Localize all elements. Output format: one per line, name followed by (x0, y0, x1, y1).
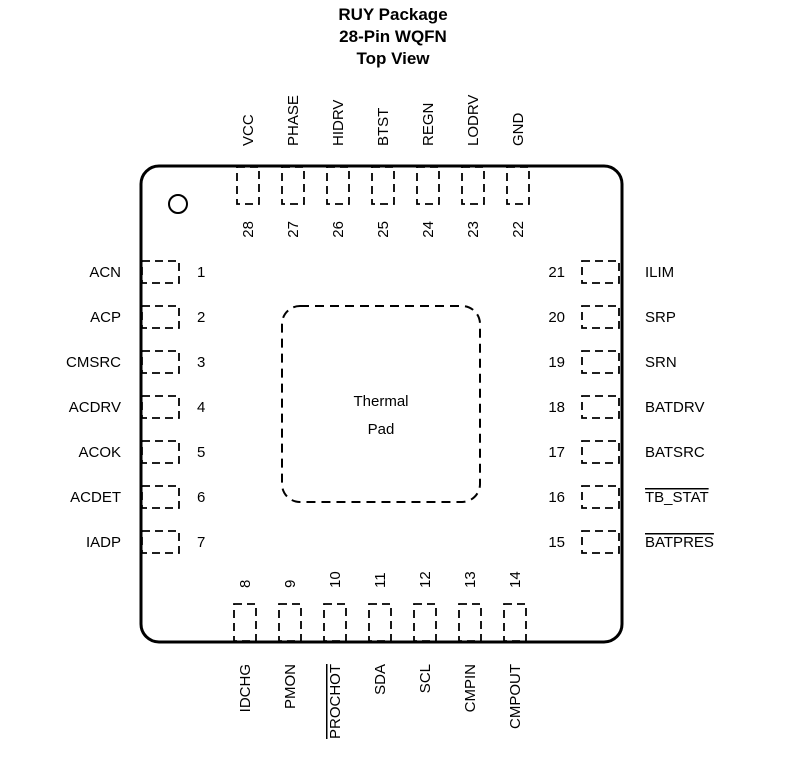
pin-label-9: PMON (282, 664, 299, 709)
pin-pad-13 (458, 603, 482, 642)
pin-pad-1 (141, 260, 180, 284)
thermal-pad (281, 305, 481, 503)
pin-number-19: 19 (548, 354, 565, 371)
pin-number-17: 17 (548, 444, 565, 461)
pin-number-14: 14 (507, 571, 524, 588)
thermal-pad-label-line1: Thermal (353, 393, 408, 410)
pin-number-16: 16 (548, 489, 565, 506)
pin-pad-15 (581, 530, 620, 554)
pin-pad-10 (323, 603, 347, 642)
pin-number-15: 15 (548, 534, 565, 551)
pin-pad-23 (461, 166, 485, 205)
pin-pad-22 (506, 166, 530, 205)
pin-label-25: BTST (375, 108, 392, 146)
pin-label-11: SDA (372, 664, 389, 695)
pin-number-10: 10 (327, 571, 344, 588)
pin-number-7: 7 (197, 534, 205, 551)
pin-label-21: ILIM (645, 264, 674, 281)
pin-label-6: ACDET (70, 489, 121, 506)
pin-number-13: 13 (462, 571, 479, 588)
pin-label-3: CMSRC (66, 354, 121, 371)
pin-pad-17 (581, 440, 620, 464)
pin-label-5: ACOK (78, 444, 121, 461)
title-view: Top View (356, 49, 430, 68)
pins-layer: 1 ACN 2 ACP 3 CMSRC 4 ACDRV 5 ACOK 6 ACDET 7 IADP 15 BA… (66, 95, 714, 739)
pin-label-7: IADP (86, 534, 121, 551)
pin-number-3: 3 (197, 354, 205, 371)
pin-label-2: ACP (90, 309, 121, 326)
title-pin-count: 28-Pin WQFN (339, 27, 447, 46)
pin-number-24: 24 (420, 221, 437, 238)
pin-number-23: 23 (465, 221, 482, 238)
pin-label-22: GND (510, 113, 527, 147)
pin-label-28: VCC (240, 114, 257, 146)
pin-pad-7 (141, 530, 180, 554)
pin-pad-3 (141, 350, 180, 374)
pin-pad-5 (141, 440, 180, 464)
pin-number-2: 2 (197, 309, 205, 326)
pin-label-17: BATSRC (645, 444, 705, 461)
pin-pad-4 (141, 395, 180, 419)
pin-number-8: 8 (237, 580, 254, 588)
pin-label-27: PHASE (285, 95, 302, 146)
pin1-indicator-dot (168, 194, 188, 214)
pin-label-15: BATPRES (645, 534, 714, 551)
pin-number-28: 28 (240, 221, 257, 238)
pin-pad-28 (236, 166, 260, 205)
pin-label-23: LODRV (465, 95, 482, 146)
pin-pad-8 (233, 603, 257, 642)
pin-number-5: 5 (197, 444, 205, 461)
pin-pad-27 (281, 166, 305, 205)
pin-number-12: 12 (417, 571, 434, 588)
pin-label-24: REGN (420, 103, 437, 146)
pin-label-1: ACN (89, 264, 121, 281)
pin-pad-14 (503, 603, 527, 642)
pin-pad-20 (581, 305, 620, 329)
pin-number-11: 11 (372, 572, 389, 588)
thermal-pad-label-line2: Pad (368, 421, 395, 438)
pin-label-12: SCL (417, 664, 434, 693)
pin-number-6: 6 (197, 489, 205, 506)
pin-number-9: 9 (282, 580, 299, 588)
pin-label-26: HIDRV (330, 100, 347, 146)
pin-number-20: 20 (548, 309, 565, 326)
pin-label-20: SRP (645, 309, 676, 326)
pin-number-18: 18 (548, 399, 565, 416)
pin-pad-2 (141, 305, 180, 329)
pin-number-4: 4 (197, 399, 205, 416)
pin-number-21: 21 (548, 264, 565, 281)
pin-label-4: ACDRV (69, 399, 121, 416)
pin-pad-16 (581, 485, 620, 509)
title-package-name: RUY Package (338, 5, 448, 24)
pin-pad-11 (368, 603, 392, 642)
pin-pad-6 (141, 485, 180, 509)
pin-label-14: CMPOUT (507, 664, 524, 729)
pin-pad-21 (581, 260, 620, 284)
pin-pad-26 (326, 166, 350, 205)
pin-number-26: 26 (330, 221, 347, 238)
pin-number-1: 1 (197, 264, 205, 281)
pin-label-18: BATDRV (645, 399, 704, 416)
pin-pad-24 (416, 166, 440, 205)
pin-pad-19 (581, 350, 620, 374)
pin-pad-18 (581, 395, 620, 419)
pin-label-16: TB_STAT (645, 489, 709, 506)
package-title: RUY Package 28-Pin WQFN Top View (0, 4, 786, 70)
pin-number-22: 22 (510, 221, 527, 238)
pin-pad-25 (371, 166, 395, 205)
package-body (139, 164, 624, 644)
pin-pad-9 (278, 603, 302, 642)
pin-label-19: SRN (645, 354, 677, 371)
pin-pad-12 (413, 603, 437, 642)
pin-label-10: PROCHOT (327, 664, 344, 739)
pin-number-25: 25 (375, 221, 392, 238)
pin-label-8: IDCHG (237, 664, 254, 712)
pin-number-27: 27 (285, 221, 302, 238)
pin-label-13: CMPIN (462, 664, 479, 712)
